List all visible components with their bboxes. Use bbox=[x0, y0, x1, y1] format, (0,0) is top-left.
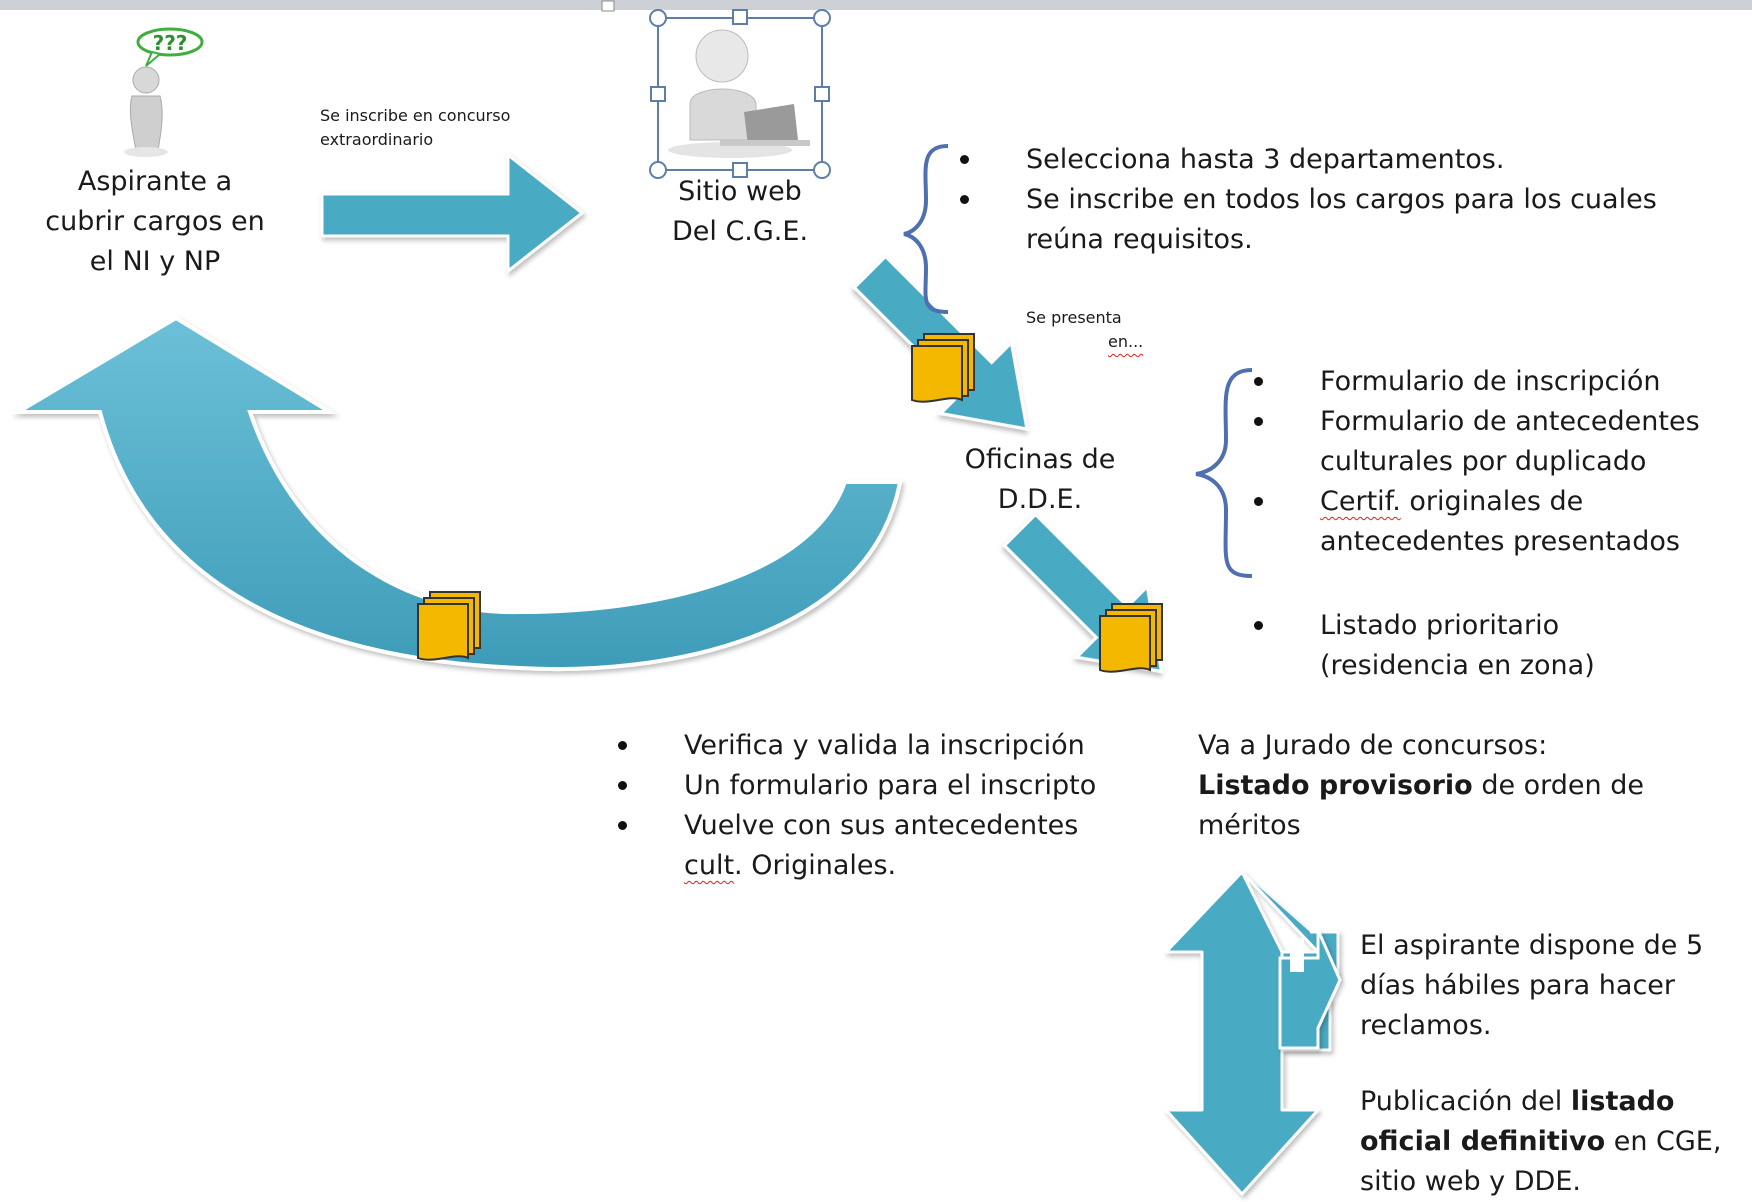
label-presenta: Se presenta en... bbox=[1026, 306, 1143, 354]
list-item: Selecciona hasta 3 departamentos. bbox=[960, 140, 1657, 180]
list-verifica: Verifica y valida la inscripción Un form… bbox=[618, 726, 1096, 886]
list-item: Certif. originales de bbox=[1254, 482, 1700, 522]
list-item-continuation: cult. Originales. bbox=[684, 850, 897, 881]
jurado-line: Listado provisorio de orden de bbox=[1198, 770, 1644, 801]
curved-return-arrow bbox=[10, 315, 903, 672]
question-person-icon: ??? bbox=[124, 27, 204, 157]
document-stack-icon bbox=[911, 333, 975, 403]
list-oficinas: Formulario de inscripción Formulario de … bbox=[1254, 362, 1700, 562]
document-stack-icon bbox=[417, 591, 481, 661]
top-border bbox=[0, 0, 1752, 10]
reclamos-line: El aspirante dispone de 5 bbox=[1360, 930, 1704, 961]
label-inscribe: Se inscribe en concurso extraordinario bbox=[320, 104, 510, 152]
node-sitio: Sitio web Del C.G.E. bbox=[640, 172, 840, 252]
label-presenta-line: Se presenta bbox=[1026, 308, 1122, 327]
aspirante-line: Aspirante a bbox=[77, 166, 233, 197]
aspirante-line: cubrir cargos en bbox=[45, 206, 265, 237]
brace-oficinas bbox=[1195, 368, 1253, 578]
list-item: Verifica y valida la inscripción bbox=[618, 726, 1096, 766]
notch bbox=[1290, 1062, 1304, 1092]
oficinas-line: D.D.E. bbox=[997, 484, 1083, 515]
arrow-to-jurado bbox=[1002, 512, 1164, 674]
node-reclamos: El aspirante dispone de 5 días hábiles p… bbox=[1360, 926, 1721, 1202]
list-prioritario: Listado prioritario (residencia en zona) bbox=[1254, 606, 1595, 686]
oficinas-line: Oficinas de bbox=[964, 444, 1116, 475]
list-item-continuation: reúna requisitos. bbox=[1026, 224, 1253, 255]
selection-handle[interactable] bbox=[601, 0, 615, 12]
sitio-image-selection[interactable] bbox=[649, 9, 831, 179]
person-laptop-icon bbox=[668, 29, 810, 158]
reclamos-line: reclamos. bbox=[1360, 1010, 1492, 1041]
aspirante-line: el NI y NP bbox=[89, 246, 221, 277]
publicacion-line: sitio web y DDE. bbox=[1360, 1166, 1581, 1197]
list-item: Listado prioritario bbox=[1254, 606, 1595, 646]
label-presenta-line: en... bbox=[1108, 332, 1144, 351]
reclamos-line: días hábiles para hacer bbox=[1360, 970, 1676, 1001]
question-marks: ??? bbox=[153, 31, 188, 55]
label-inscribe-line: extraordinario bbox=[320, 130, 434, 149]
brace-sitio bbox=[903, 144, 949, 314]
sitio-line: Sitio web bbox=[678, 176, 802, 207]
node-aspirante: Aspirante a cubrir cargos en el NI y NP bbox=[20, 162, 290, 282]
list-item-continuation: antecedentes presentados bbox=[1320, 526, 1680, 557]
jurado-line: Va a Jurado de concursos: bbox=[1198, 730, 1548, 761]
list-item: Vuelve con sus antecedentes bbox=[618, 806, 1096, 846]
publicacion-line: oficial definitivo en CGE, bbox=[1360, 1126, 1722, 1157]
document-stack-icon bbox=[1099, 603, 1163, 673]
node-oficinas: Oficinas de D.D.E. bbox=[930, 440, 1150, 520]
jurado-line: méritos bbox=[1198, 810, 1301, 841]
list-item: Formulario de inscripción bbox=[1254, 362, 1700, 402]
notch bbox=[1290, 938, 1304, 972]
list-sitio: Selecciona hasta 3 departamentos. Se ins… bbox=[960, 140, 1657, 260]
list-item: Formulario de antecedentes bbox=[1254, 402, 1700, 442]
sitio-line: Del C.G.E. bbox=[671, 216, 809, 247]
list-item-continuation: (residencia en zona) bbox=[1320, 650, 1595, 681]
list-item: Un formulario para el inscripto bbox=[618, 766, 1096, 806]
arrow-to-sitio bbox=[320, 151, 585, 275]
publicacion-line: Publicación del listado bbox=[1360, 1086, 1675, 1117]
label-inscribe-line: Se inscribe en concurso bbox=[320, 106, 511, 125]
list-item-continuation: culturales por duplicado bbox=[1320, 446, 1647, 477]
list-item: Se inscribe en todos los cargos para los… bbox=[960, 180, 1657, 220]
node-jurado: Va a Jurado de concursos: Listado provis… bbox=[1198, 726, 1644, 846]
